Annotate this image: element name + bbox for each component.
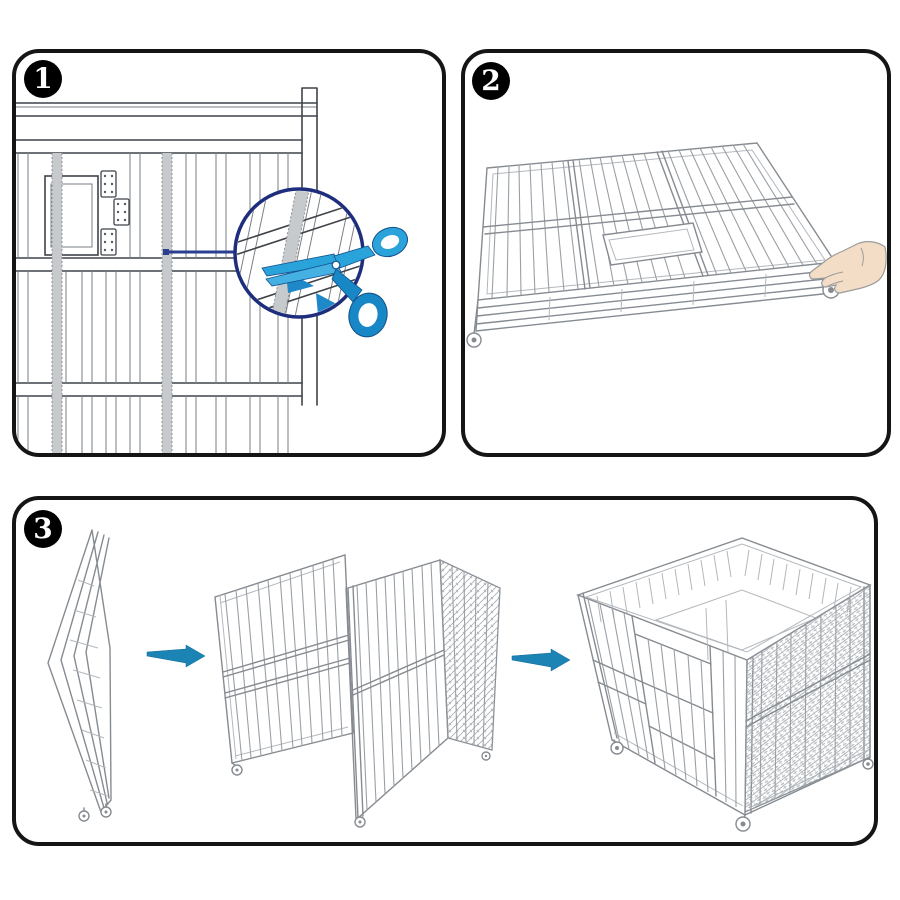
step-panel-2: 2: [461, 49, 891, 457]
stage-fully-assembled: [575, 537, 874, 832]
strap: [51, 153, 63, 453]
progress-arrow-icon: [511, 648, 571, 672]
scissors-icon: [261, 226, 408, 338]
folded-door-frame: [602, 222, 703, 266]
step-panel-3: 3: [12, 496, 878, 846]
strap: [161, 153, 173, 453]
step-1-badge: 1: [24, 60, 62, 98]
stage-folded-flat-upright: [47, 529, 112, 822]
stage-partially-unfolded: [214, 554, 501, 828]
hinge-plates: [100, 170, 130, 256]
crate-panel-with-packing-straps-illustration: [16, 87, 408, 453]
magnified-strap: [270, 191, 311, 315]
caster-wheel-icon: [466, 299, 482, 348]
crate-folded-flat-illustration: [466, 142, 887, 348]
callout-line: [163, 249, 237, 255]
pointing-hand-icon: [808, 241, 887, 294]
unfolding-sequence-illustration: [47, 529, 874, 832]
folded-flat-crate-line-art: [475, 142, 837, 332]
caster-wheel-icon: [610, 739, 874, 832]
step-2-badge: 2: [472, 62, 510, 100]
caster-wheel-icon: [78, 803, 112, 822]
magnifier-circle-icon: [233, 187, 365, 319]
progress-arrow-icon: [146, 644, 206, 668]
caster-wheel-icon: [231, 751, 491, 828]
step-3-badge: 3: [24, 510, 62, 548]
crate-door: [631, 615, 717, 797]
step-panel-1: 1: [12, 49, 446, 457]
